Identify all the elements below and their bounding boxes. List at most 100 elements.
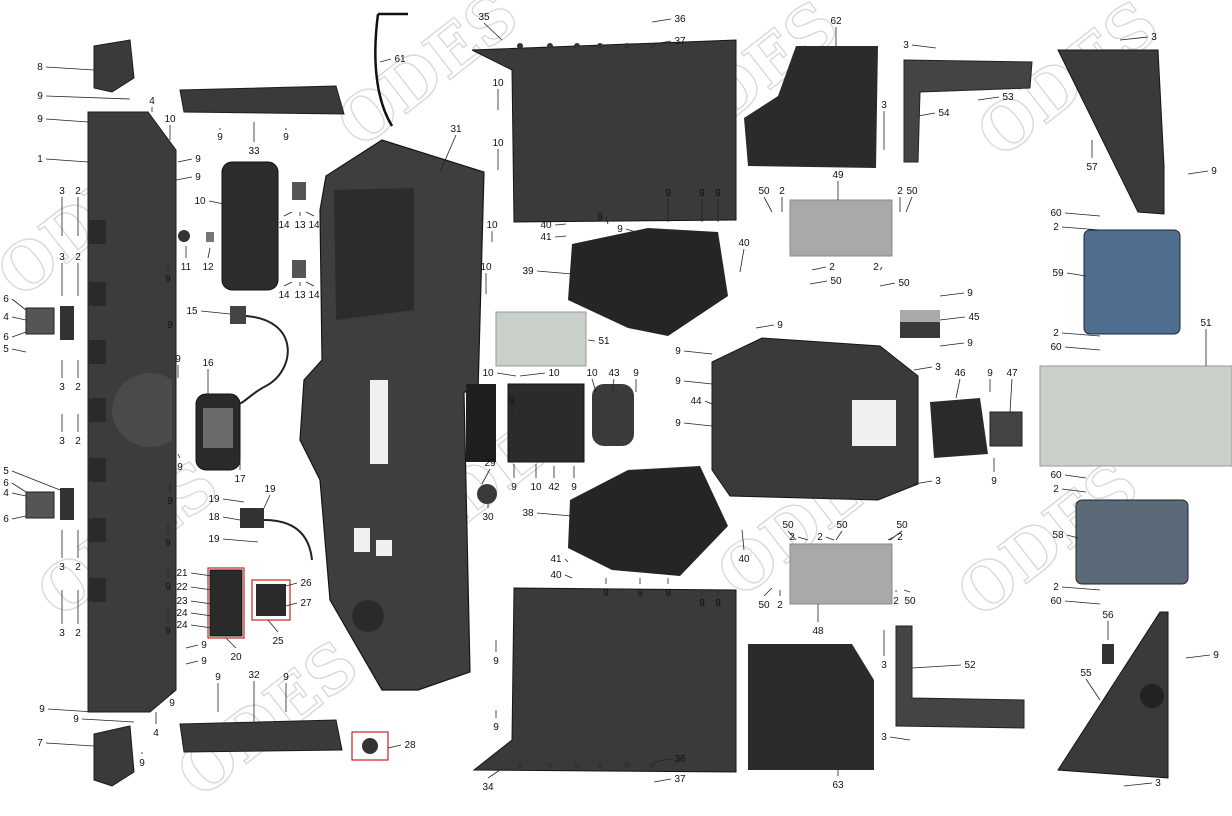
callout-leader-line [653, 778, 672, 783]
callout-number-48: 48 [812, 626, 824, 637]
part-side-rail [87, 111, 177, 713]
callout-leader-line [977, 96, 1000, 101]
callout-leader-line [305, 281, 315, 287]
callout-number-2: 2 [829, 262, 835, 273]
part-connector [230, 306, 246, 324]
callout-number-8: 8 [37, 62, 43, 73]
callout-number-29: 29 [484, 458, 496, 469]
callout-number-9: 9 [195, 172, 201, 183]
callout-leader-line [185, 644, 199, 649]
part-lower-floor [472, 587, 737, 773]
callout-number-18: 18 [208, 512, 220, 523]
callout-number-26: 26 [300, 578, 312, 589]
callout-number-37: 37 [674, 36, 686, 47]
part-floor-pan-opening [852, 400, 896, 446]
callout-number-14: 14 [278, 220, 290, 231]
callout-leader-line [496, 372, 517, 377]
callout-number-4: 4 [3, 488, 9, 499]
callout-number-9: 9 [165, 582, 171, 593]
callout-number-31: 31 [450, 124, 462, 135]
callout-number-9: 9 [195, 154, 201, 165]
callout-number-22: 22 [176, 582, 188, 593]
callout-leader-line [879, 266, 883, 271]
callout-leader-line [175, 176, 193, 181]
callout-number-9: 9 [217, 132, 223, 143]
part-upper-side-bracket [903, 59, 1033, 163]
part-glovebox-lid [221, 161, 279, 291]
callout-number-14: 14 [308, 220, 320, 231]
callout-number-3: 3 [1155, 778, 1161, 789]
callout-leader-line [704, 400, 713, 405]
callout-number-13: 13 [294, 220, 306, 231]
callout-number-9: 9 [167, 320, 173, 331]
callout-number-9: 9 [169, 698, 175, 709]
callout-number-12: 12 [202, 262, 214, 273]
callout-number-9: 9 [699, 188, 705, 199]
part-cup-holder [592, 384, 634, 446]
callout-leader-line [939, 316, 966, 321]
callout-number-9: 9 [165, 274, 171, 285]
callout-number-2: 2 [779, 186, 785, 197]
callout-number-21: 21 [176, 568, 188, 579]
callout-number-10: 10 [492, 138, 504, 149]
callout-leader-line [45, 158, 89, 163]
part-seal-strip [374, 12, 408, 127]
callout-number-3: 3 [59, 252, 65, 263]
callout-number-10: 10 [492, 78, 504, 89]
callout-number-7: 7 [37, 738, 43, 749]
callout-number-41: 41 [550, 554, 562, 565]
callout-leader-line [797, 536, 809, 541]
callout-leader-line [651, 18, 672, 23]
callout-leader-line [913, 480, 933, 485]
callout-leader-line [1061, 226, 1101, 231]
callout-leader-line [887, 536, 895, 541]
callout-number-42: 42 [548, 482, 560, 493]
callout-number-35: 35 [478, 12, 490, 23]
callout-leader-line [683, 380, 713, 385]
callout-number-2: 2 [897, 532, 903, 543]
part-knob [477, 484, 497, 504]
callout-number-9: 9 [1213, 650, 1219, 661]
callout-leader-line [903, 589, 911, 593]
part-latch [292, 260, 306, 278]
callout-number-25: 25 [272, 636, 284, 647]
callout-number-6: 6 [3, 294, 9, 305]
part-bottom-bracket [93, 725, 135, 787]
floor-bolt-row [517, 43, 655, 768]
callout-leader-line [222, 498, 245, 503]
callout-number-53: 53 [1002, 92, 1014, 103]
callout-leader-line [387, 744, 402, 749]
callout-number-1: 1 [37, 154, 43, 165]
callout-number-50: 50 [904, 596, 916, 607]
callout-number-9: 9 [139, 758, 145, 769]
callout-leader-line [811, 266, 827, 271]
callout-number-50: 50 [758, 186, 770, 197]
callout-leader-line [379, 58, 392, 63]
callout-number-9: 9 [597, 212, 603, 223]
callout-number-9: 9 [991, 476, 997, 487]
callout-leader-line [1064, 474, 1087, 479]
callout-number-2: 2 [75, 436, 81, 447]
callout-leader-line [285, 582, 298, 587]
callout-number-3: 3 [59, 186, 65, 197]
part-small-switch [1102, 644, 1114, 664]
callout-number-10: 10 [194, 196, 206, 207]
callout-leader-line [177, 158, 193, 163]
callout-number-40: 40 [540, 220, 552, 231]
callout-leader-line [889, 530, 903, 541]
callout-leader-line [1064, 600, 1101, 605]
callout-leader-line [763, 587, 773, 597]
callout-leader-line [207, 247, 211, 259]
part-hinge [25, 491, 55, 519]
callout-leader-line [225, 637, 237, 649]
callout-number-9: 9 [215, 672, 221, 683]
callout-number-2: 2 [75, 628, 81, 639]
callout-number-9: 9 [283, 132, 289, 143]
callout-number-24: 24 [176, 620, 188, 631]
callout-leader-line [81, 718, 135, 723]
callout-number-9: 9 [165, 538, 171, 549]
callout-leader-line [11, 515, 27, 520]
callout-leader-line [1066, 272, 1087, 277]
callout-leader-line [11, 492, 27, 497]
callout-number-3: 3 [1151, 32, 1157, 43]
